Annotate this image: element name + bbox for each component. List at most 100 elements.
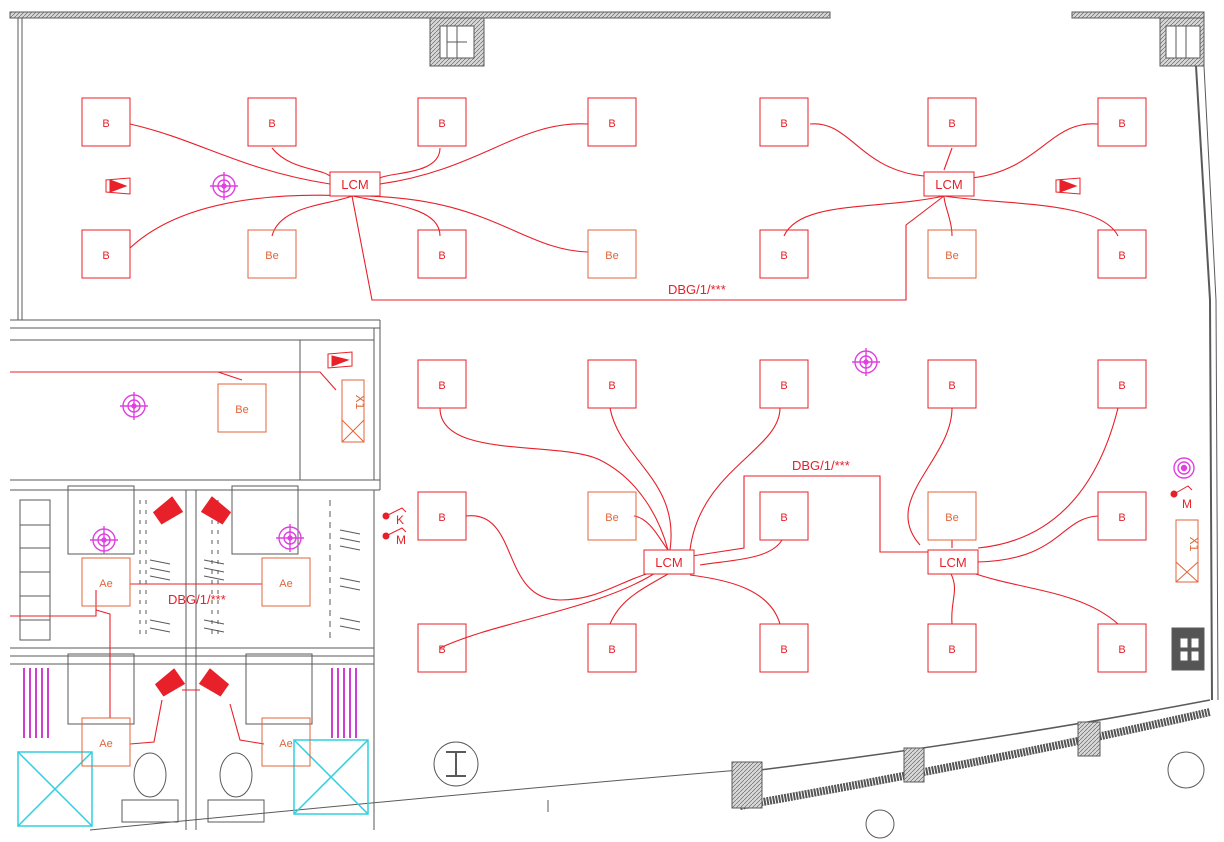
fixture-b: B bbox=[1097, 229, 1147, 279]
presence-sensor-icon bbox=[210, 172, 238, 200]
fixture-be: Be bbox=[587, 229, 637, 279]
lcm-box: LCM bbox=[329, 171, 381, 197]
svg-text:Be: Be bbox=[265, 250, 278, 262]
wc-icon bbox=[121, 752, 265, 823]
fixture-b: B bbox=[81, 229, 131, 279]
fixture-ae: Ae bbox=[81, 717, 131, 767]
presence-sensor-icon bbox=[120, 392, 148, 420]
architecture bbox=[9, 11, 1219, 839]
fixture-b: B bbox=[417, 359, 467, 409]
svg-text:LCM: LCM bbox=[935, 177, 962, 192]
switch-icon: M bbox=[382, 527, 407, 547]
svg-text:B: B bbox=[608, 380, 615, 392]
svg-text:B: B bbox=[1118, 644, 1125, 656]
circuit-label: DBG/1/*** bbox=[668, 282, 726, 297]
svg-text:B: B bbox=[780, 118, 787, 130]
svg-text:Ae: Ae bbox=[279, 738, 292, 750]
presence-sensor-icon bbox=[1173, 457, 1195, 479]
svg-text:B: B bbox=[1118, 380, 1125, 392]
speaker-icon bbox=[200, 496, 232, 525]
fixture-b: B bbox=[927, 97, 977, 147]
svg-text:B: B bbox=[780, 380, 787, 392]
column-right bbox=[1171, 627, 1205, 671]
fixture-b: B bbox=[81, 97, 131, 147]
circuit-label: DBG/1/*** bbox=[168, 592, 226, 607]
fixture-b: B bbox=[587, 359, 637, 409]
svg-text:Be: Be bbox=[945, 512, 958, 524]
circuit-label: DBG/1/*** bbox=[792, 458, 850, 473]
lcm-controllers: LCM LCM LCM LCM bbox=[329, 171, 979, 575]
svg-text:B: B bbox=[438, 250, 445, 262]
svg-text:B: B bbox=[780, 250, 787, 262]
fixture-b: B bbox=[1097, 97, 1147, 147]
switch-icon: M bbox=[1170, 485, 1193, 511]
fixture-be: Be bbox=[927, 229, 977, 279]
svg-text:B: B bbox=[780, 644, 787, 656]
fixture-b: B bbox=[759, 229, 809, 279]
svg-text:X1: X1 bbox=[1187, 537, 1201, 552]
svg-text:X1: X1 bbox=[353, 395, 367, 410]
presence-sensor-icon bbox=[276, 524, 304, 552]
cyan-fixtures bbox=[17, 739, 369, 827]
svg-text:LCM: LCM bbox=[939, 555, 966, 570]
fixture-b: B bbox=[1097, 359, 1147, 409]
fixture-b: B bbox=[587, 623, 637, 673]
fixture-be: Be bbox=[217, 383, 267, 433]
fixture-b: B bbox=[247, 97, 297, 147]
svg-text:LCM: LCM bbox=[341, 177, 368, 192]
column-icon bbox=[433, 741, 479, 787]
svg-text:B: B bbox=[268, 118, 275, 130]
fixture-b: B bbox=[759, 359, 809, 409]
fixture-b: B bbox=[587, 97, 637, 147]
exit-sign-icon: X1 bbox=[341, 379, 367, 443]
speakers bbox=[105, 177, 1081, 697]
fixture-b: B bbox=[417, 229, 467, 279]
svg-text:B: B bbox=[438, 118, 445, 130]
speaker-icon bbox=[154, 668, 186, 697]
svg-text:B: B bbox=[608, 644, 615, 656]
fixture-ae: Ae bbox=[261, 557, 311, 607]
svg-text:Be: Be bbox=[605, 250, 618, 262]
wiring bbox=[10, 123, 1119, 745]
fixture-b: B bbox=[417, 491, 467, 541]
svg-text:B: B bbox=[608, 118, 615, 130]
speaker-icon bbox=[198, 668, 230, 697]
svg-text:B: B bbox=[102, 250, 109, 262]
fixture-b: B bbox=[417, 623, 467, 673]
fixture-b: B bbox=[927, 623, 977, 673]
svg-text:Be: Be bbox=[235, 404, 248, 416]
speaker-icon bbox=[105, 177, 131, 195]
top-wall-right bbox=[1071, 11, 1205, 19]
svg-text:B: B bbox=[438, 644, 445, 656]
switches: K M M bbox=[382, 485, 1193, 547]
svg-text:K: K bbox=[396, 513, 404, 527]
exit-sign-icon: X1 bbox=[1175, 519, 1201, 583]
svg-text:Ae: Ae bbox=[279, 578, 292, 590]
lcm-box: LCM bbox=[643, 549, 695, 575]
presence-sensor-icon bbox=[852, 348, 880, 376]
speaker-icon bbox=[327, 351, 353, 369]
fixture-ae: Ae bbox=[81, 557, 131, 607]
presence-sensor-icon bbox=[90, 526, 118, 554]
fixture-b: B bbox=[759, 491, 809, 541]
svg-text:B: B bbox=[780, 512, 787, 524]
svg-text:B: B bbox=[948, 644, 955, 656]
fixture-b: B bbox=[927, 359, 977, 409]
svg-text:B: B bbox=[438, 512, 445, 524]
switch-icon: K bbox=[382, 507, 407, 527]
svg-text:Ae: Ae bbox=[99, 738, 112, 750]
svg-text:B: B bbox=[948, 380, 955, 392]
fixtures: B B B B B B B B Be B Be B Be B B B B B B… bbox=[81, 97, 1147, 767]
top-wall-left bbox=[9, 11, 831, 19]
svg-text:LCM: LCM bbox=[655, 555, 682, 570]
speaker-icon bbox=[152, 496, 184, 525]
svg-text:B: B bbox=[1118, 250, 1125, 262]
fixture-b: B bbox=[1097, 491, 1147, 541]
fixture-be: Be bbox=[247, 229, 297, 279]
svg-text:B: B bbox=[438, 380, 445, 392]
fixture-b: B bbox=[1097, 623, 1147, 673]
radiators bbox=[23, 668, 357, 738]
svg-text:B: B bbox=[1118, 512, 1125, 524]
svg-text:M: M bbox=[396, 533, 406, 547]
